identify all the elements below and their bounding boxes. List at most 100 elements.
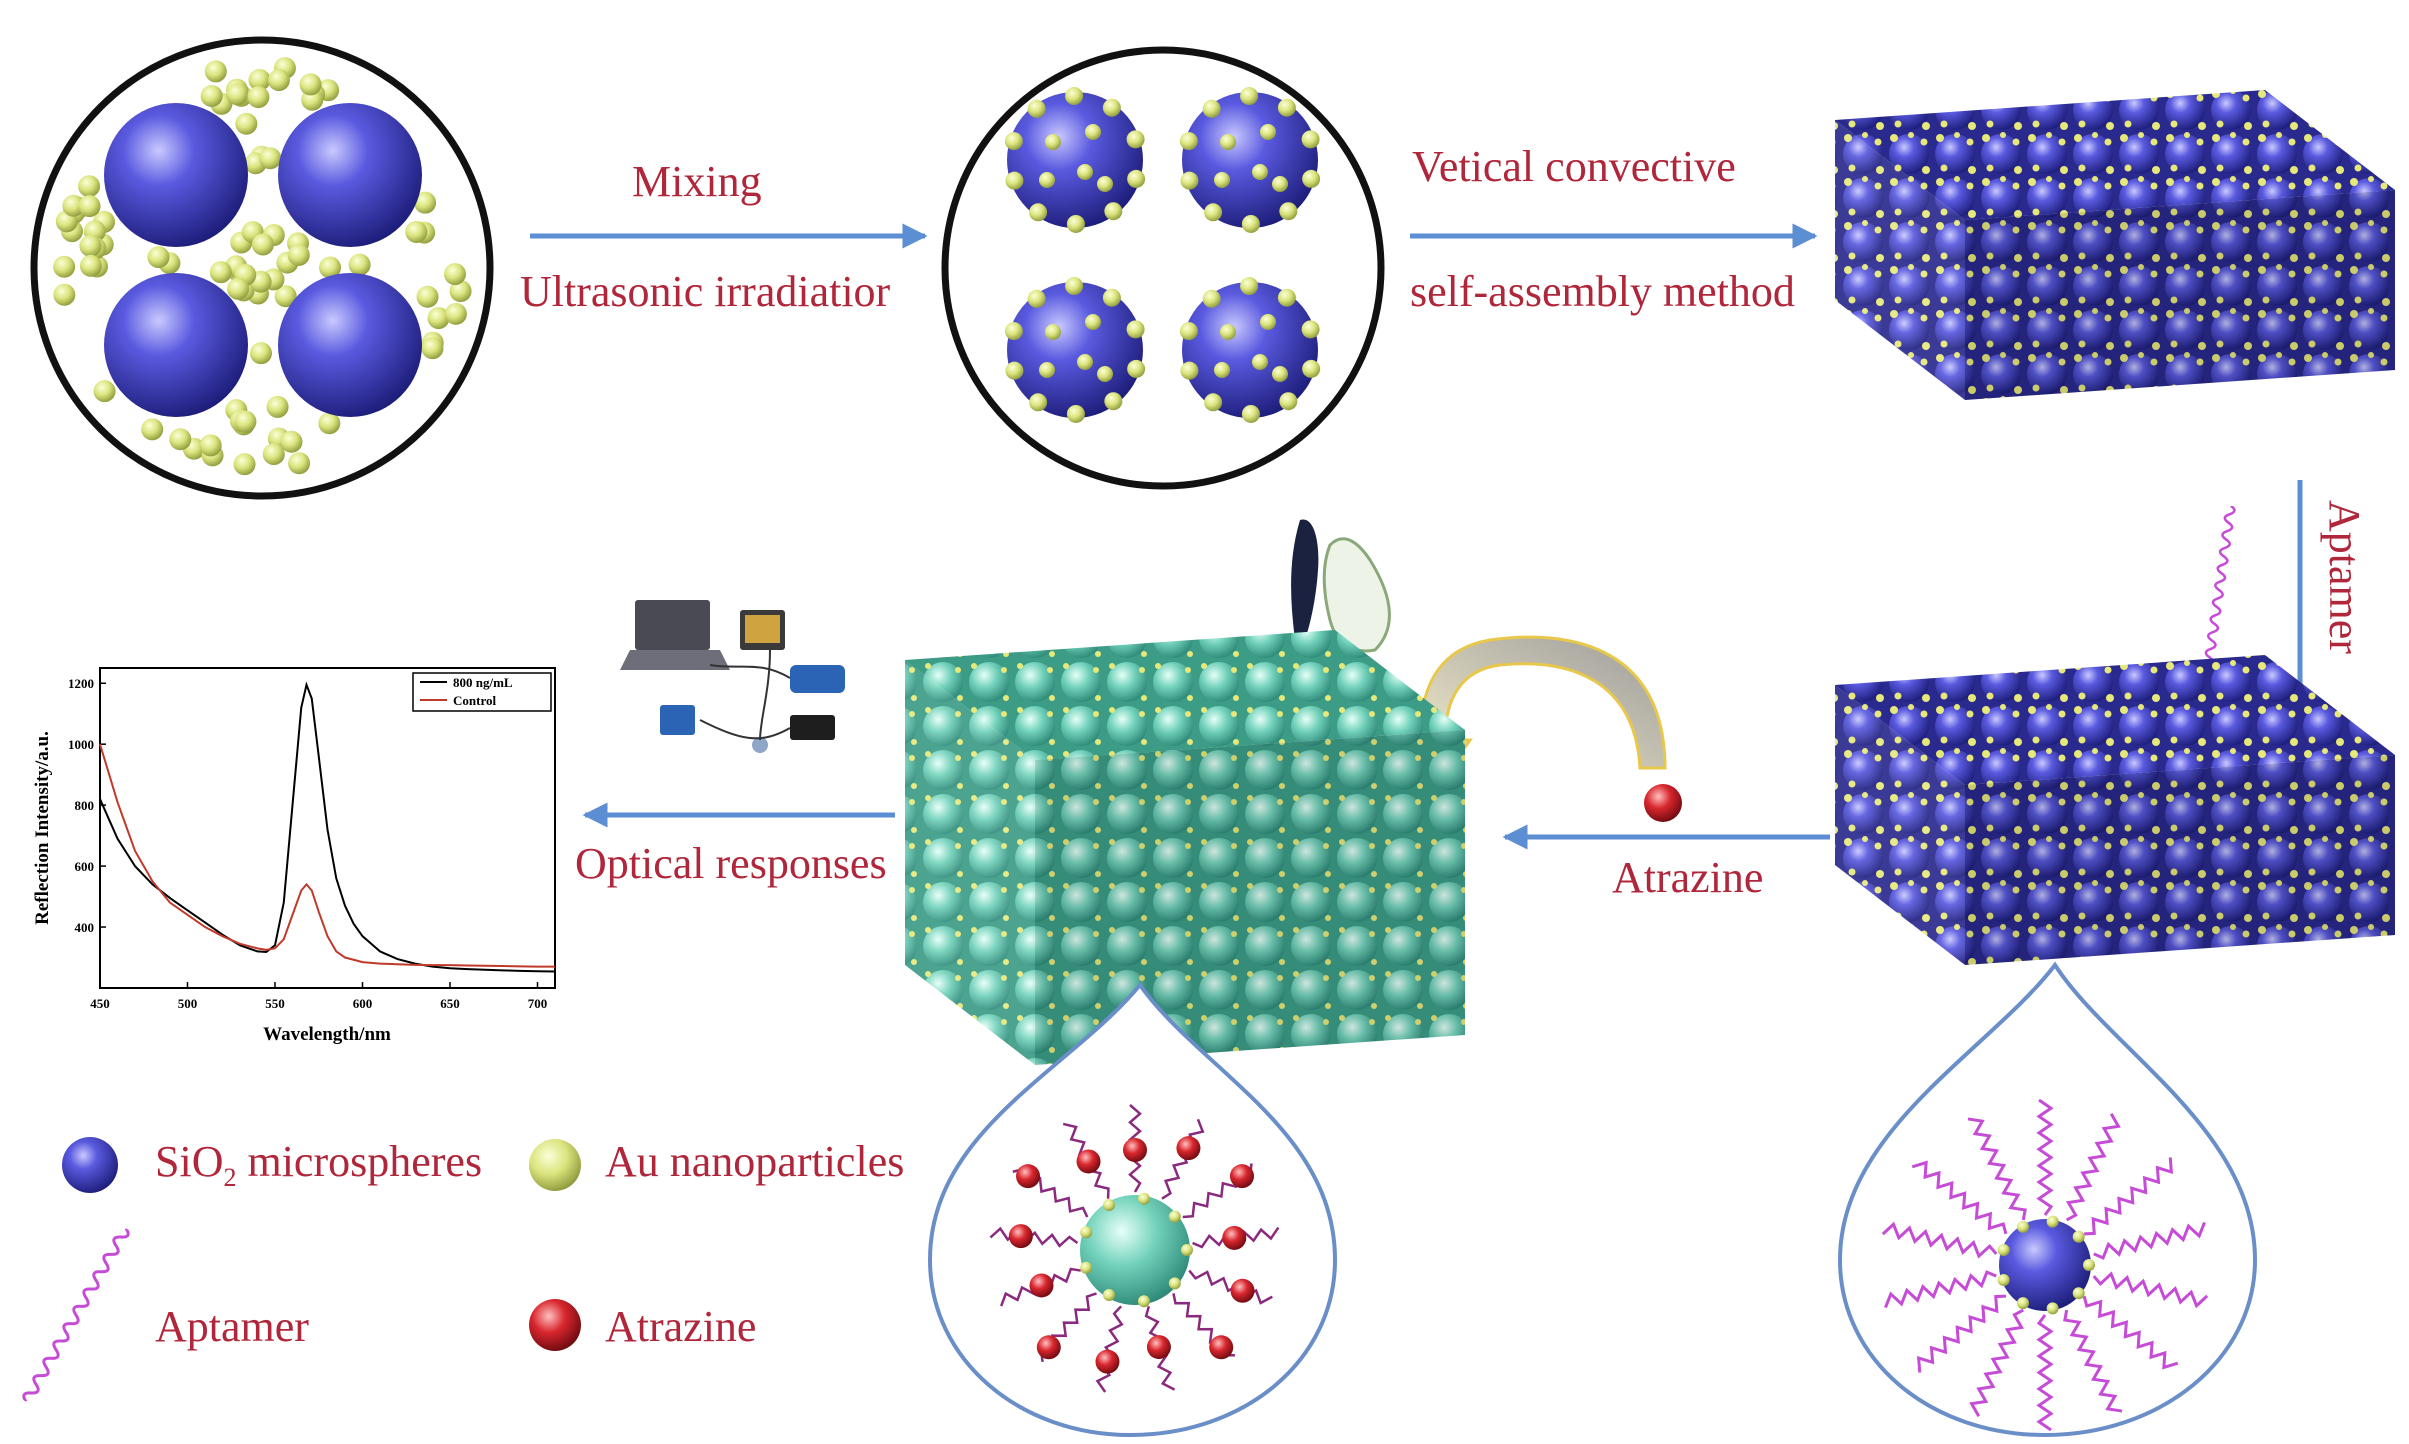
au-nanoparticle bbox=[319, 256, 342, 279]
atrazine-molecule bbox=[1016, 1164, 1041, 1189]
series-line-0 bbox=[99, 681, 556, 973]
legend-aptamer-label: Aptamer bbox=[155, 1302, 309, 1351]
au-nanoparticle bbox=[1204, 203, 1223, 222]
au-nanoparticle bbox=[1065, 277, 1084, 296]
y-tick-label: 800 bbox=[75, 798, 95, 813]
aptamer-strand bbox=[2036, 1098, 2054, 1216]
au-nanoparticle bbox=[1077, 354, 1093, 370]
aptamer-strand bbox=[1881, 1221, 1998, 1259]
au-nanoparticle bbox=[444, 302, 467, 325]
au-nanoparticle bbox=[247, 86, 270, 109]
au-nanoparticle bbox=[1085, 124, 1101, 140]
sio2-microsphere bbox=[1182, 282, 1318, 418]
au-nanoparticle bbox=[78, 195, 101, 218]
au-nanoparticle bbox=[1302, 169, 1321, 188]
label-mixing: Mixing bbox=[632, 157, 762, 206]
au-nanoparticle bbox=[1039, 172, 1055, 188]
atrazine-molecule bbox=[1222, 1225, 1247, 1250]
atrazine-molecule bbox=[1029, 1273, 1054, 1298]
au-nanoparticle bbox=[169, 428, 192, 451]
zoom-aptamer-sphere bbox=[1837, 961, 2258, 1438]
series-line-1 bbox=[99, 743, 555, 968]
au-nanoparticle bbox=[79, 234, 102, 257]
au-nanoparticle bbox=[449, 280, 472, 303]
au-nanoparticle bbox=[93, 380, 116, 403]
au-nanoparticle bbox=[1097, 366, 1113, 382]
au-nanoparticle bbox=[1180, 361, 1199, 380]
au-nanoparticle bbox=[348, 253, 371, 276]
au-nanoparticle bbox=[1279, 392, 1298, 411]
legend-series-0: 800 ng/mL bbox=[453, 675, 513, 690]
au-nanoparticle bbox=[1241, 214, 1260, 233]
label-optical-responses: Optical responses bbox=[575, 839, 887, 888]
legend-atrazine-label: Atrazine bbox=[605, 1302, 757, 1351]
au-nanoparticle bbox=[1138, 1295, 1151, 1308]
au-nanoparticle bbox=[53, 255, 76, 278]
atrazine-molecule bbox=[1146, 1335, 1171, 1360]
au-nanoparticle bbox=[78, 175, 101, 198]
au-nanoparticle bbox=[1252, 164, 1268, 180]
au-nanoparticle bbox=[318, 412, 341, 435]
au-nanoparticle bbox=[226, 83, 249, 106]
au-nanoparticle bbox=[287, 244, 310, 267]
label-ultrasonic: Ultrasonic irradiatior bbox=[520, 267, 891, 316]
au-nanoparticle bbox=[1097, 176, 1113, 192]
au-nanoparticle bbox=[1085, 314, 1101, 330]
aptamer-strand bbox=[2065, 1112, 2121, 1222]
atrazine-molecule bbox=[1123, 1138, 1147, 1162]
au-nanoparticle bbox=[1138, 1192, 1151, 1205]
au-nanoparticle bbox=[1045, 134, 1061, 150]
au-nanoparticle bbox=[250, 342, 273, 365]
y-tick-label: 1200 bbox=[68, 676, 94, 691]
legend-sio2-label: SiO2 microspheres bbox=[155, 1140, 482, 1191]
atrazine-molecule bbox=[1036, 1335, 1061, 1360]
au-nanoparticle bbox=[1301, 130, 1320, 149]
au-nanoparticle bbox=[1029, 393, 1048, 412]
sio2-microsphere bbox=[1182, 92, 1318, 228]
photonic-crystal-aptamer bbox=[1835, 655, 2395, 965]
au-nanoparticle bbox=[1080, 1261, 1093, 1274]
au-nanoparticle bbox=[1080, 1226, 1093, 1239]
au-nanoparticle bbox=[1180, 171, 1199, 190]
x-tick-label: 700 bbox=[528, 996, 548, 1011]
aptamer-strand bbox=[2063, 1309, 2123, 1413]
au-nanoparticle bbox=[1126, 130, 1145, 149]
au-nanoparticle bbox=[2046, 1302, 2059, 1315]
aptamer-strand bbox=[1884, 1270, 1997, 1309]
au-nanoparticle bbox=[427, 307, 450, 330]
au-nanoparticle bbox=[141, 418, 164, 441]
au-nanoparticle bbox=[1220, 324, 1236, 340]
sio2-legend-icon bbox=[62, 1137, 118, 1193]
au-nanoparticle bbox=[147, 246, 170, 269]
zoom-atrazine-sphere bbox=[927, 981, 1338, 1438]
au-nanoparticle bbox=[267, 69, 290, 92]
au-nanoparticle bbox=[1279, 202, 1298, 221]
au-nanoparticle bbox=[1220, 134, 1236, 150]
au-nanoparticle bbox=[79, 254, 102, 277]
legend-au-label: Au nanoparticles bbox=[605, 1137, 905, 1186]
au-nanoparticle bbox=[1260, 314, 1276, 330]
au-nanoparticle bbox=[1168, 1277, 1181, 1290]
aptamer-strand bbox=[2084, 1157, 2173, 1236]
au-nanoparticle bbox=[2017, 1297, 2029, 1310]
pipette-hand-icon bbox=[1278, 519, 1391, 711]
au-nanoparticle bbox=[1272, 366, 1288, 382]
au-nanoparticle bbox=[1005, 171, 1024, 190]
atrazine-molecule bbox=[1229, 1164, 1254, 1189]
au-nanoparticle bbox=[1240, 87, 1259, 106]
au-nanoparticle bbox=[251, 233, 274, 256]
au-nanoparticle bbox=[235, 112, 258, 135]
au-nanoparticle bbox=[405, 220, 428, 243]
au-nanoparticle bbox=[1214, 172, 1230, 188]
au-nanoparticle bbox=[2083, 1259, 2095, 1271]
au-nanoparticle bbox=[416, 285, 439, 308]
au-nanoparticle bbox=[414, 191, 437, 214]
atrazine-legend-icon bbox=[529, 1299, 581, 1351]
au-nanoparticle bbox=[248, 68, 271, 91]
au-nanoparticle bbox=[1202, 289, 1221, 308]
aptamer-strand bbox=[1911, 1160, 2008, 1235]
y-tick-label: 400 bbox=[75, 920, 95, 935]
aptamer-strand bbox=[1917, 1294, 2006, 1373]
